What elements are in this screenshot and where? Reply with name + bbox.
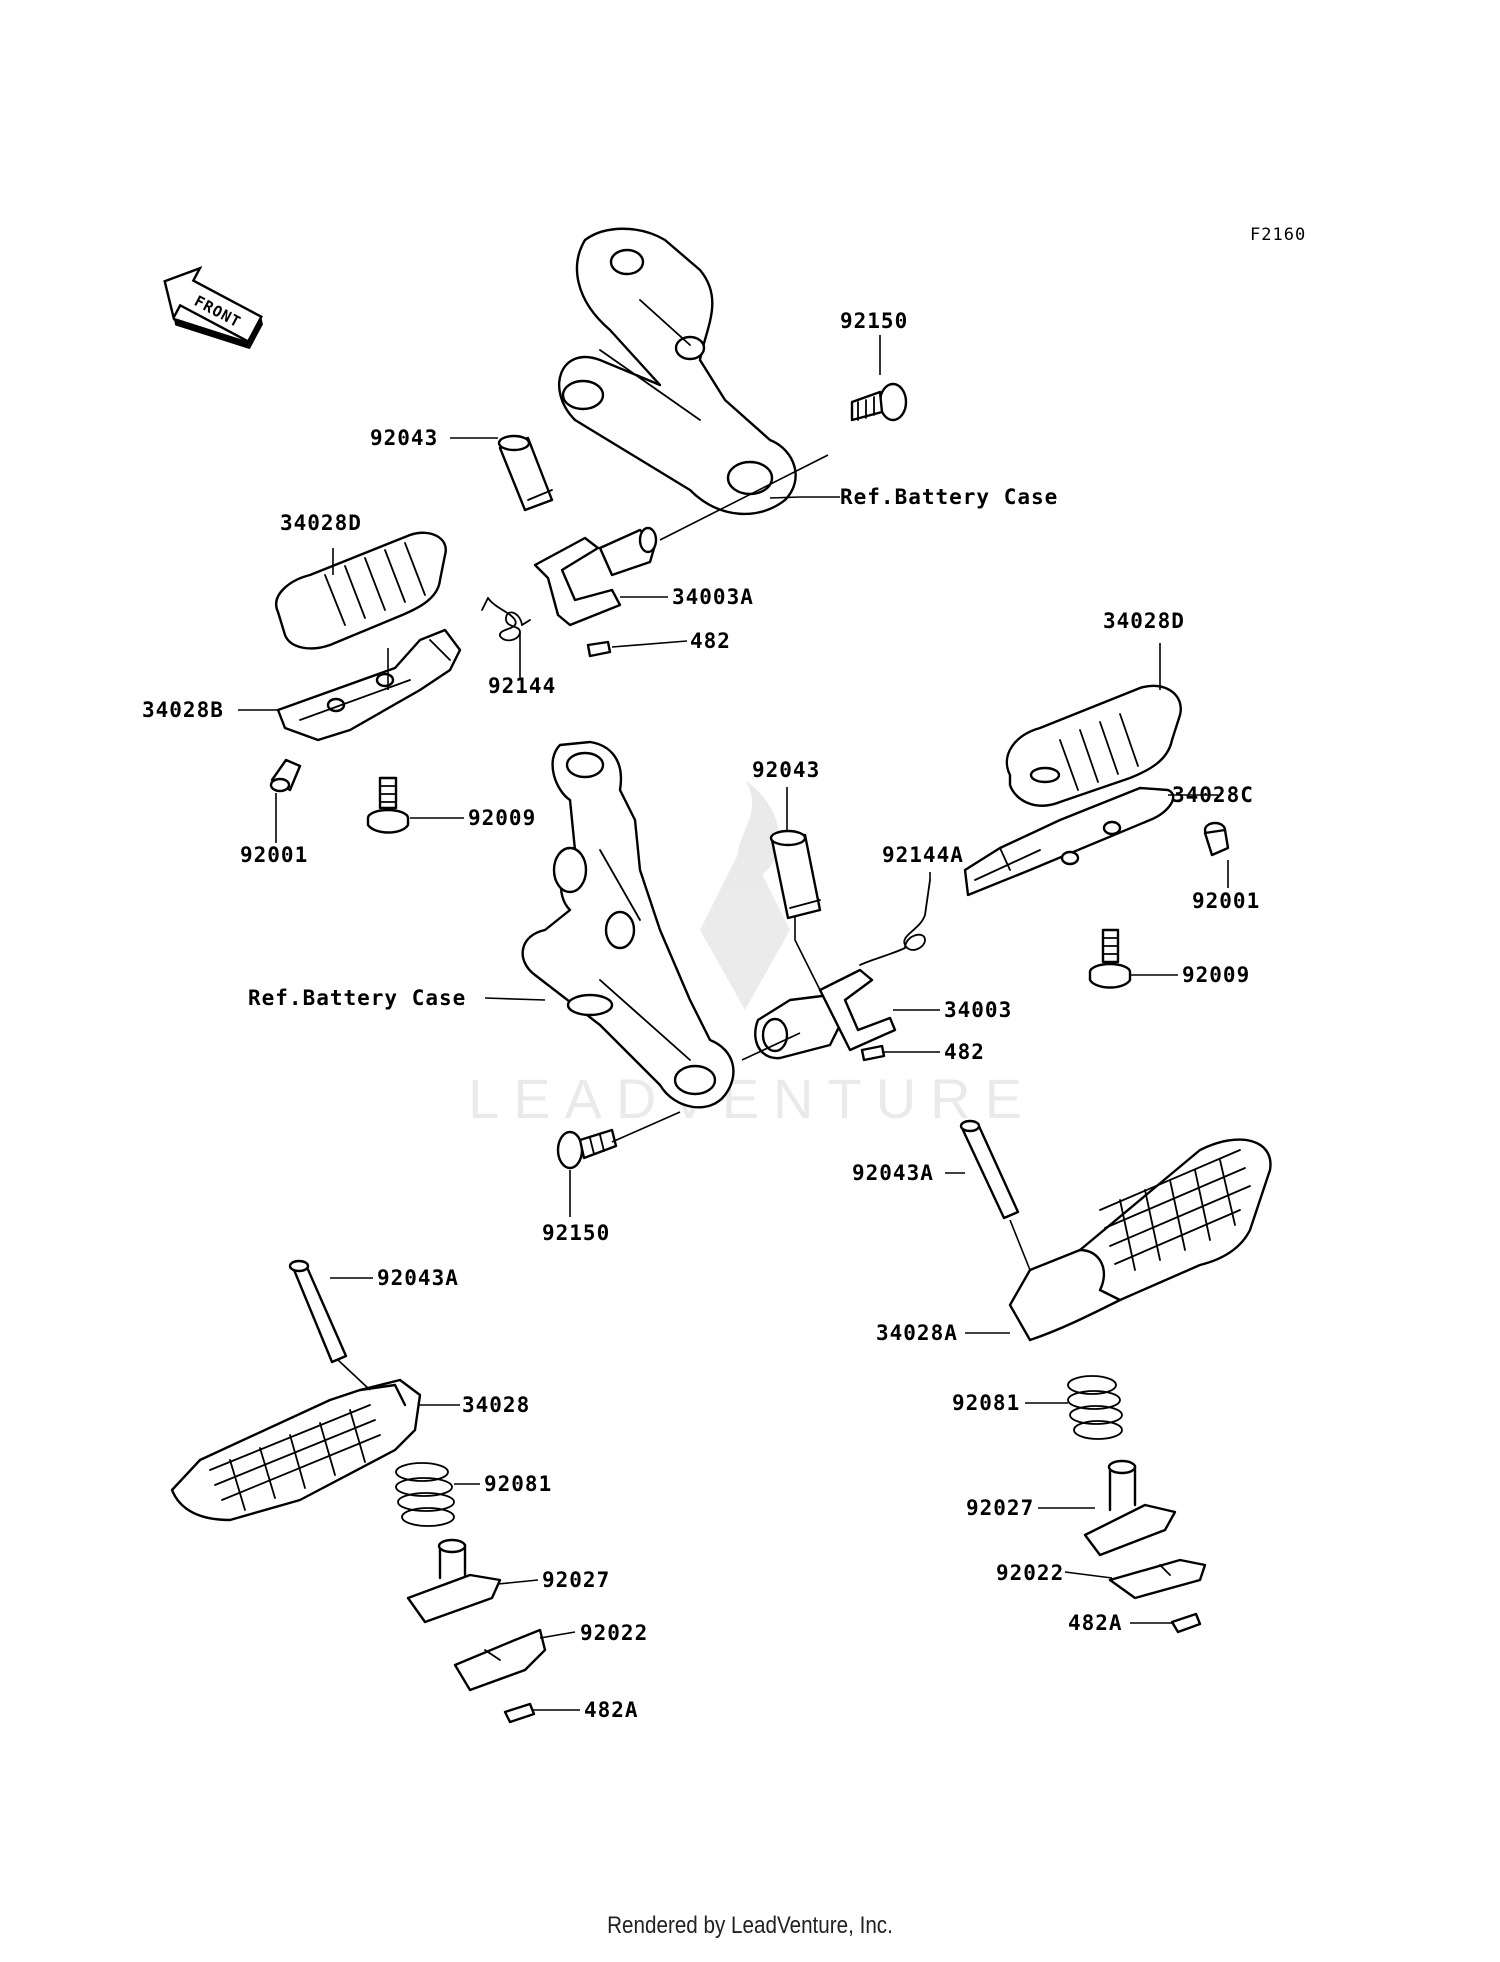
label-34028D-left: 34028D — [280, 511, 362, 535]
pin-92043A-left — [288, 1259, 348, 1364]
label-482-top: 482 — [690, 629, 731, 653]
label-ref-battery-mid: Ref.Battery Case — [248, 986, 466, 1010]
bolt-92150-bottom — [556, 1128, 618, 1170]
label-34028B: 34028B — [142, 698, 224, 722]
bolt-92009-left — [366, 776, 410, 834]
footpeg-bracket-34028B — [276, 628, 462, 742]
label-482A-right: 482A — [1068, 1611, 1123, 1635]
plate-92022-left — [453, 1628, 547, 1692]
label-92009-left: 92009 — [468, 806, 536, 830]
pin-92043A-right — [959, 1119, 1020, 1220]
washer-482-top — [586, 640, 612, 658]
label-ref-battery-top: Ref.Battery Case — [840, 485, 1058, 509]
label-34028A: 34028A — [876, 1321, 958, 1345]
spring-92081-right — [1067, 1375, 1123, 1440]
label-92009-right: 92009 — [1182, 963, 1250, 987]
diagram-code: F2160 — [1250, 225, 1306, 245]
bracket-34003 — [754, 968, 897, 1060]
plate-92022-right — [1108, 1558, 1207, 1600]
bolt-92001-left — [269, 758, 302, 793]
clip-482A-right — [1170, 1612, 1202, 1634]
label-34028: 34028 — [462, 1393, 530, 1417]
pin-92043-top — [497, 434, 554, 512]
label-92022-left: 92022 — [580, 1621, 648, 1645]
label-92001-right: 92001 — [1192, 889, 1260, 913]
plate-92027-left — [406, 1538, 502, 1624]
footpeg-rubber-34028D-left — [275, 531, 447, 650]
label-92001-left: 92001 — [240, 843, 308, 867]
leader-lines — [238, 335, 1229, 1711]
upper-bracket — [558, 227, 797, 516]
clip-482A-left — [503, 1702, 536, 1724]
spring-92144 — [481, 597, 531, 642]
washer-482-mid — [860, 1044, 886, 1062]
label-92027-left: 92027 — [542, 1568, 610, 1592]
label-34003A: 34003A — [672, 585, 754, 609]
label-92081-right: 92081 — [952, 1391, 1020, 1415]
bolt-92001-right — [1203, 821, 1230, 857]
footpeg-bracket-34028C — [963, 786, 1175, 897]
label-482A-left: 482A — [584, 1698, 639, 1722]
label-92150-top: 92150 — [840, 309, 908, 333]
label-92027-right: 92027 — [966, 1496, 1034, 1520]
label-482-mid: 482 — [944, 1040, 985, 1064]
pin-92043-mid — [769, 829, 822, 920]
label-92081-left: 92081 — [484, 1472, 552, 1496]
label-34028D-right: 34028D — [1103, 609, 1185, 633]
label-92144A: 92144A — [882, 843, 964, 867]
middle-bracket — [521, 740, 735, 1109]
spring-92144A — [859, 879, 931, 966]
label-92043-top: 92043 — [370, 426, 438, 450]
footpeg-34028 — [170, 1378, 422, 1522]
bolt-92009-right — [1088, 928, 1132, 989]
label-92043A-left: 92043A — [377, 1266, 459, 1290]
bracket-34003A — [533, 526, 658, 627]
watermark-text: LEADVENTURE — [468, 1067, 1036, 1130]
label-92043A-right: 92043A — [852, 1161, 934, 1185]
label-92022-right: 92022 — [996, 1561, 1064, 1585]
label-92043-mid: 92043 — [752, 758, 820, 782]
plate-92027-right — [1083, 1459, 1177, 1557]
footpeg-rubber-34028D-right — [1005, 684, 1182, 807]
part-labels: 92150 92043 Ref.Battery Case 34028D 3400… — [142, 309, 1260, 1722]
spring-92081-left — [395, 1462, 455, 1527]
front-arrow-icon: FRONT — [163, 266, 263, 350]
footpeg-34028A — [1008, 1138, 1272, 1342]
footer-credit: Rendered by LeadVenture, Inc. — [607, 1912, 893, 1939]
label-92150-bottom: 92150 — [542, 1221, 610, 1245]
label-34028C: 34028C — [1172, 783, 1254, 807]
bolt-92150-top — [850, 382, 908, 422]
label-92144: 92144 — [488, 674, 556, 698]
label-34003: 34003 — [944, 998, 1012, 1022]
watermark: LEADVENTURE — [468, 780, 1036, 1130]
